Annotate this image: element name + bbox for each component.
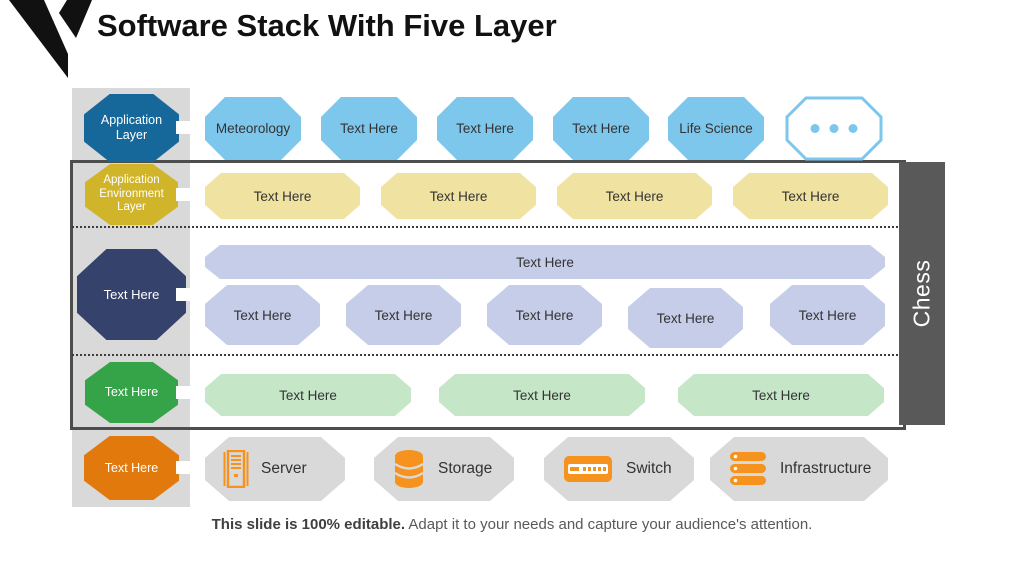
hardware-item-label: Switch: [626, 460, 672, 477]
ellipsis-placeholder-shape: [785, 96, 883, 161]
layer3-bar-item: Text Here: [205, 245, 885, 279]
connector-tab: [176, 121, 192, 134]
footer-note-text: Adapt it to your needs and capture your …: [405, 516, 813, 533]
hardware-item-label: Server: [261, 460, 307, 477]
hardware-item-switch: Switch: [544, 437, 694, 501]
layer3-item: Text Here: [205, 285, 320, 345]
layer-label-hardware: Text Here: [84, 436, 179, 500]
layer4-item: Text Here: [439, 374, 645, 416]
layer-label-text: Text Here: [104, 385, 159, 399]
server-icon: [223, 450, 249, 488]
footer-note-bold: This slide is 100% editable.: [211, 516, 406, 533]
layer3-item: Text Here: [770, 285, 885, 345]
layer-divider: [72, 226, 898, 228]
connector-tab: [176, 188, 192, 201]
layer-label-application-environment: Application Environment Layer: [85, 164, 178, 225]
layer1-item: Text Here: [321, 97, 417, 160]
connector-tab: [176, 386, 192, 399]
storage-icon: [392, 449, 426, 489]
layer-label-application: Application Layer: [84, 94, 179, 162]
infrastructure-icon: [728, 450, 768, 488]
layer1-item: Meteorology: [205, 97, 301, 160]
layer-label-os: Text Here: [85, 362, 178, 423]
hardware-item-storage: Storage: [374, 437, 514, 501]
layer-label-text: Text Here: [103, 286, 160, 302]
connector-tab: [176, 288, 192, 301]
chess-side-tab-label: Chess: [908, 259, 935, 328]
slide-title: Software Stack With Five Layer: [97, 8, 557, 43]
layer3-item: Text Here: [346, 285, 461, 345]
layer3-item: Text Here: [628, 288, 743, 348]
layer1-item: Text Here: [553, 97, 649, 160]
brand-logo-icon: [9, 0, 92, 78]
layer2-item: Text Here: [381, 173, 536, 219]
footer-note: This slide is 100% editable. Adapt it to…: [0, 516, 1024, 533]
layer2-item: Text Here: [205, 173, 360, 219]
layer-divider: [72, 354, 898, 356]
layer-label-middleware: Text Here: [77, 249, 186, 340]
layer-label-text: Text Here: [104, 460, 159, 475]
layer1-item: Text Here: [437, 97, 533, 160]
hardware-item-server: Server: [205, 437, 345, 501]
layer3-item: Text Here: [487, 285, 602, 345]
layer2-item: Text Here: [557, 173, 712, 219]
switch-icon: [562, 454, 614, 484]
layer4-item: Text Here: [678, 374, 884, 416]
hardware-item-infrastructure: Infrastructure: [710, 437, 888, 501]
layer2-item: Text Here: [733, 173, 888, 219]
hardware-item-label: Storage: [438, 460, 493, 477]
chess-side-tab: Chess: [899, 162, 945, 425]
layer-label-text: Application Layer: [100, 113, 163, 142]
layer1-item: Life Science: [668, 97, 764, 160]
hardware-item-label: Infrastructure: [780, 460, 872, 477]
connector-tab: [176, 461, 192, 474]
layer4-item: Text Here: [205, 374, 411, 416]
layer-label-text: Application Environment Layer: [99, 173, 164, 214]
